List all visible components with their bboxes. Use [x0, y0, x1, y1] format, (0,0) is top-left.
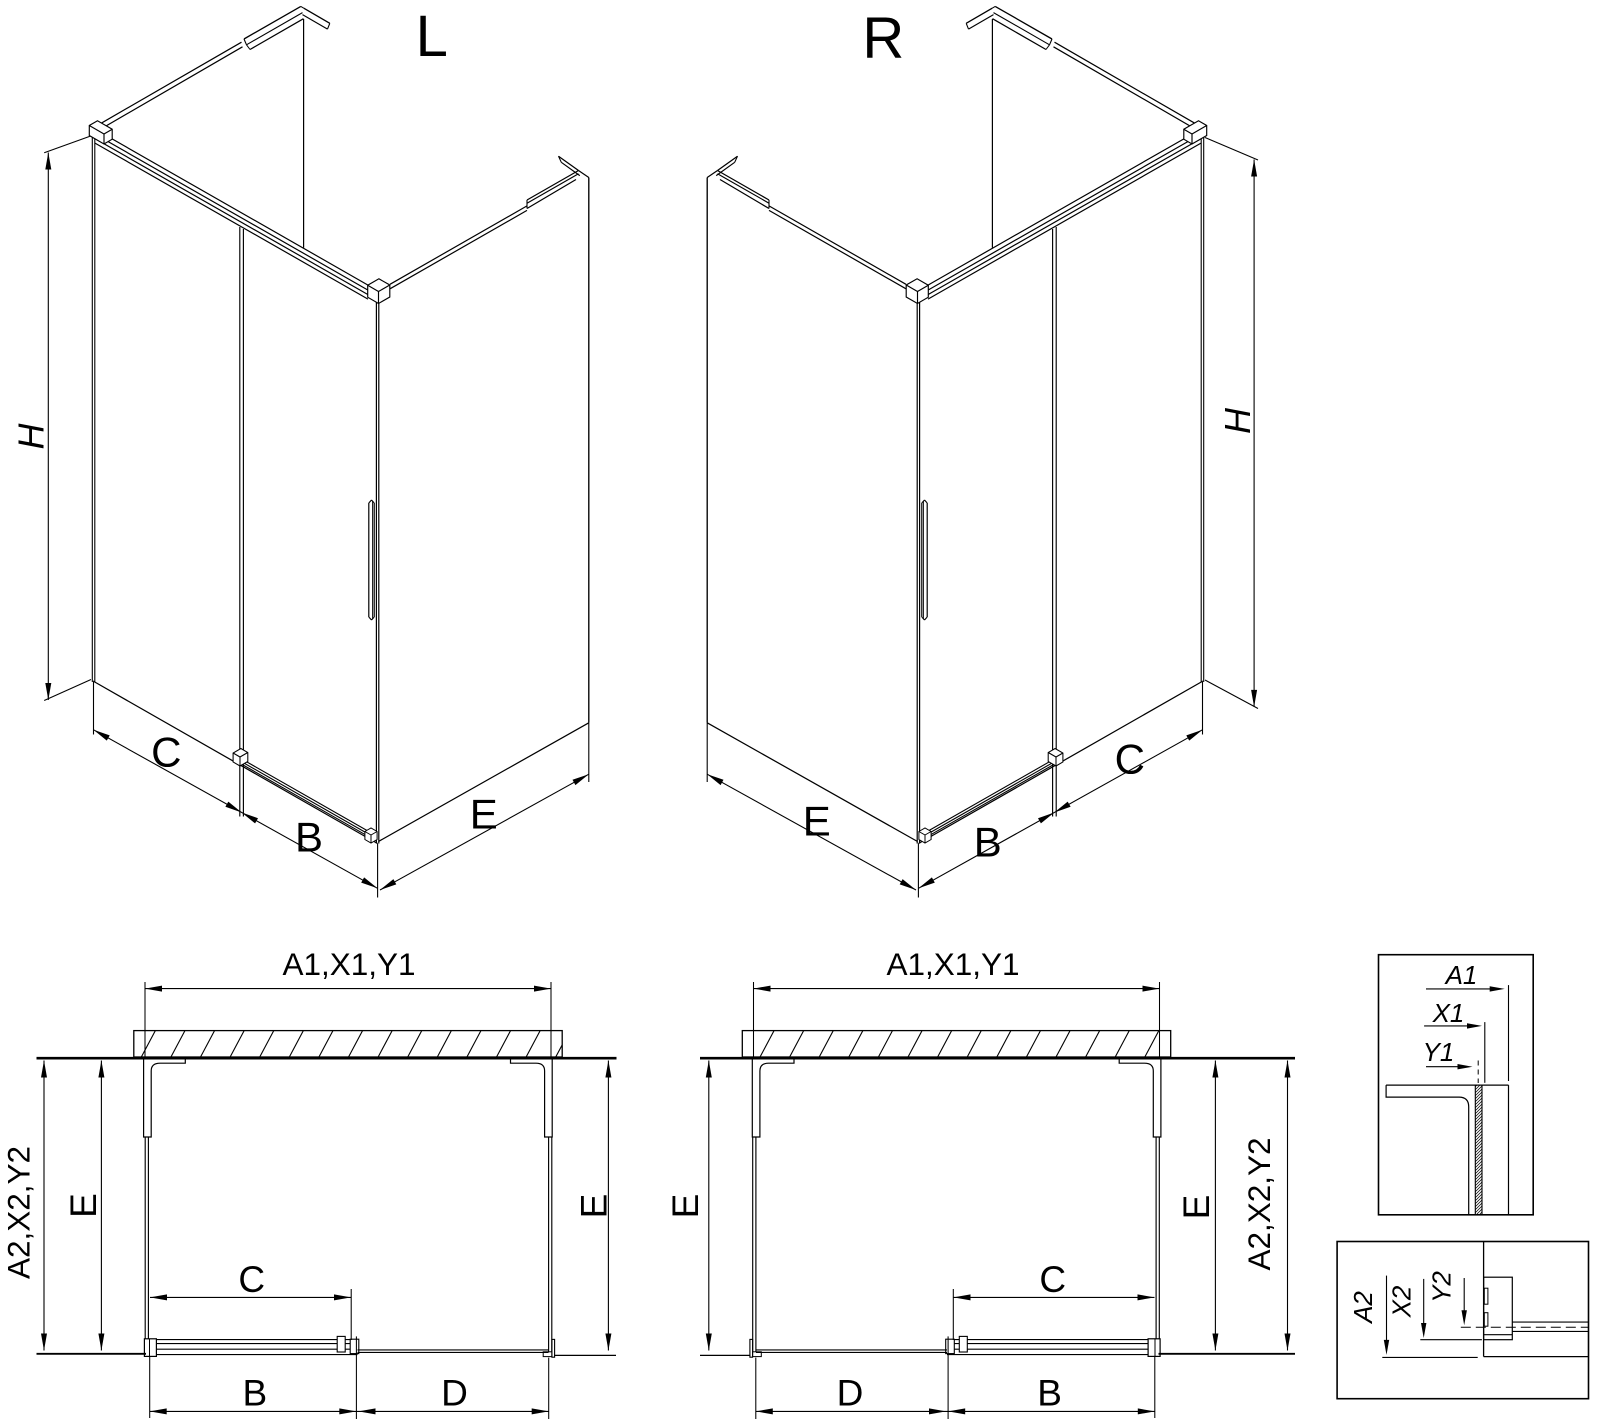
svg-text:A2: A2	[1348, 1291, 1378, 1325]
svg-text:E: E	[574, 1194, 615, 1219]
svg-text:E: E	[63, 1193, 104, 1218]
svg-text:B: B	[974, 819, 1002, 866]
svg-text:C: C	[1039, 1259, 1066, 1300]
svg-text:H: H	[11, 423, 52, 450]
svg-text:Y1: Y1	[1423, 1037, 1455, 1067]
svg-text:B: B	[243, 1373, 268, 1414]
svg-text:C: C	[151, 729, 181, 776]
svg-text:X2: X2	[1387, 1285, 1417, 1318]
svg-text:E: E	[665, 1194, 706, 1219]
svg-text:B: B	[1037, 1373, 1062, 1414]
svg-text:A2,X2,Y2: A2,X2,Y2	[1241, 1137, 1277, 1270]
svg-text:A1,X1,Y1: A1,X1,Y1	[886, 946, 1019, 982]
svg-text:R: R	[862, 6, 904, 71]
svg-text:X1: X1	[1432, 998, 1465, 1028]
svg-text:L: L	[416, 4, 448, 69]
svg-text:A2,X2,Y2: A2,X2,Y2	[1, 1146, 37, 1279]
svg-text:C: C	[1115, 736, 1145, 783]
svg-text:B: B	[295, 814, 323, 861]
svg-text:A1: A1	[1444, 960, 1478, 990]
svg-text:D: D	[441, 1373, 468, 1414]
svg-text:H: H	[1217, 407, 1258, 434]
svg-text:E: E	[470, 791, 498, 838]
svg-text:Y2: Y2	[1427, 1271, 1457, 1303]
svg-text:C: C	[238, 1259, 265, 1300]
svg-text:E: E	[803, 798, 831, 845]
svg-text:A1,X1,Y1: A1,X1,Y1	[282, 946, 415, 982]
svg-text:D: D	[837, 1373, 864, 1414]
svg-text:E: E	[1176, 1195, 1217, 1220]
